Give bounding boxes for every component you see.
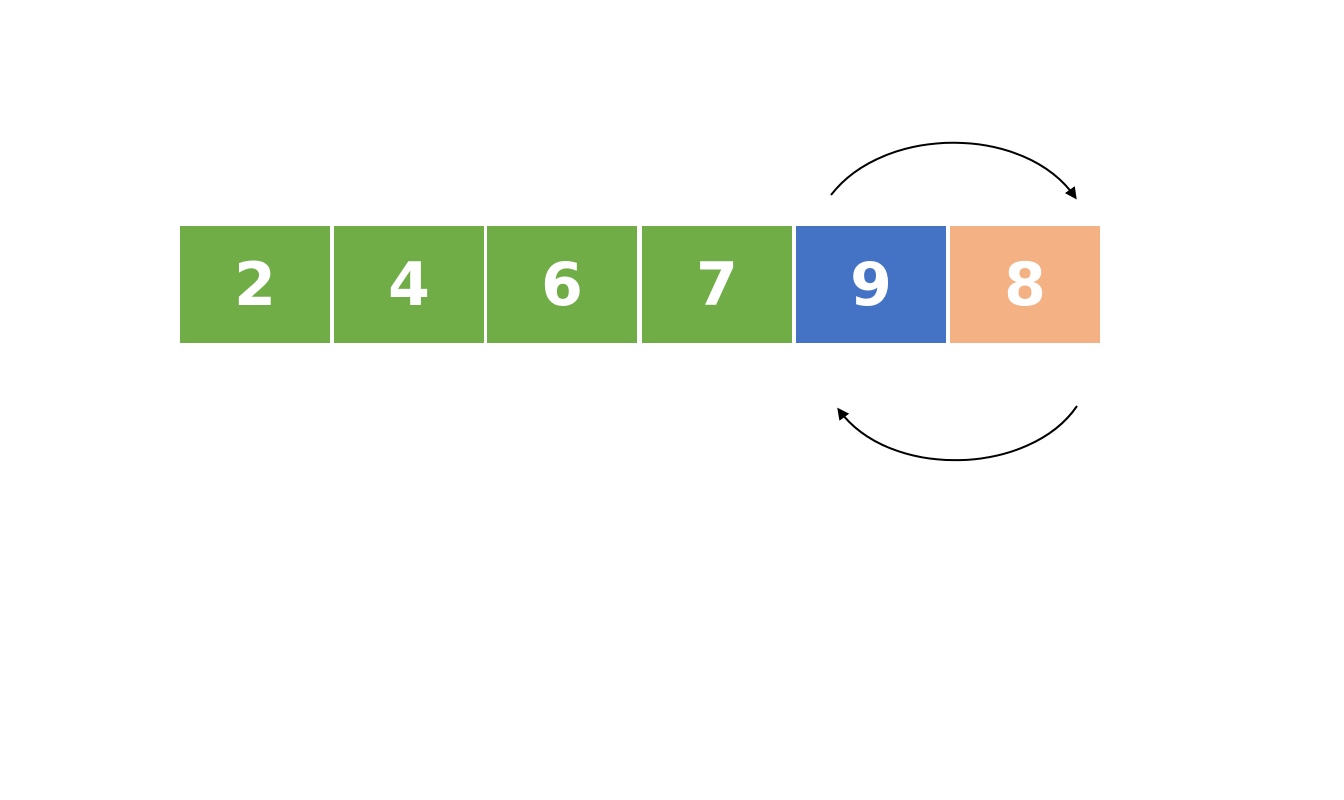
cell-value: 7 bbox=[696, 249, 738, 320]
cell-value: 9 bbox=[850, 249, 892, 320]
array-cell: 6 bbox=[487, 226, 637, 343]
array-cell-compared: 9 bbox=[796, 226, 946, 343]
array-cell-current: 8 bbox=[950, 226, 1100, 343]
swap-left-arrow bbox=[837, 405, 1078, 462]
cell-value: 8 bbox=[1004, 249, 1046, 320]
array-cell: 2 bbox=[180, 226, 330, 343]
cell-value: 4 bbox=[388, 249, 430, 320]
array-cell: 7 bbox=[642, 226, 792, 343]
swap-right-arrow bbox=[830, 141, 1077, 200]
cell-value: 2 bbox=[234, 249, 276, 320]
cell-value: 6 bbox=[541, 249, 583, 320]
array-cell: 4 bbox=[334, 226, 484, 343]
